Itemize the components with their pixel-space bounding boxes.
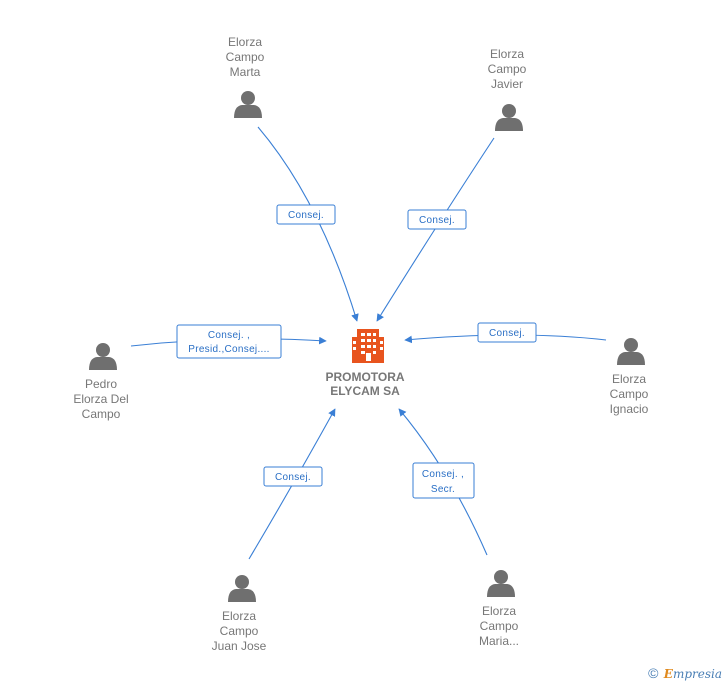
person-node-marta[interactable]: Elorza Campo Marta xyxy=(226,35,265,118)
edge-labels-layer: Consej. Consej. Consej. , Presid.,Consej… xyxy=(176,204,537,499)
brand-logo-text: mpresia xyxy=(672,667,722,681)
person-name-line: Elorza xyxy=(490,47,524,61)
person-name-line: Juan Jose xyxy=(212,639,267,653)
relation-label-marta[interactable]: Consej. xyxy=(276,204,336,225)
building-icon xyxy=(352,329,384,363)
person-node-pedro[interactable]: Pedro Elorza Del Campo xyxy=(73,343,129,421)
person-icon xyxy=(487,570,515,597)
person-node-ignacio[interactable]: Elorza Campo Ignacio xyxy=(610,338,649,416)
relation-text: Consej. xyxy=(275,472,311,483)
person-name-line: Elorza xyxy=(222,609,256,623)
relation-text: Consej. xyxy=(288,210,324,221)
person-name-line: Pedro xyxy=(85,377,117,391)
relation-label-maria[interactable]: Consej. , Secr. xyxy=(412,462,475,499)
person-name-line: Maria... xyxy=(479,634,519,648)
person-icon xyxy=(234,91,262,118)
person-name-line: Campo xyxy=(82,407,121,421)
brand-logo-letter: E xyxy=(663,667,673,681)
person-node-maria[interactable]: Elorza Campo Maria... xyxy=(479,570,519,648)
relation-text: Consej. xyxy=(419,215,455,226)
person-icon xyxy=(89,343,117,370)
center-company-node[interactable]: PROMOTORA ELYCAM SA xyxy=(325,329,405,398)
company-name-line: ELYCAM SA xyxy=(330,384,400,398)
relation-text: Consej. , xyxy=(208,330,250,341)
person-name-line: Campo xyxy=(220,624,259,638)
person-name-line: Javier xyxy=(491,77,523,91)
company-name-line: PROMOTORA xyxy=(325,370,404,384)
person-node-javier[interactable]: Elorza Campo Javier xyxy=(488,47,527,131)
person-name-line: Campo xyxy=(480,619,519,633)
relation-label-juanjose[interactable]: Consej. xyxy=(263,466,323,487)
person-name-line: Elorza xyxy=(228,35,262,49)
relation-text: Consej. xyxy=(489,328,525,339)
person-node-juanjose[interactable]: Elorza Campo Juan Jose xyxy=(212,575,267,653)
relation-text: Presid.,Consej.... xyxy=(188,344,270,355)
edge-juanjose xyxy=(248,408,336,560)
person-name-line: Campo xyxy=(488,62,527,76)
relation-text: Secr. xyxy=(431,484,455,495)
person-icon xyxy=(228,575,256,602)
person-name-line: Elorza Del xyxy=(73,392,128,406)
person-name-line: Campo xyxy=(610,387,649,401)
person-icon xyxy=(495,104,523,131)
relation-label-ignacio[interactable]: Consej. xyxy=(477,322,537,343)
footer-brand[interactable]: © Empresia xyxy=(648,665,722,681)
relation-text: Consej. , xyxy=(422,469,464,480)
copyright-icon: © xyxy=(648,665,659,681)
person-name-line: Marta xyxy=(230,65,261,79)
person-name-line: Elorza xyxy=(612,372,646,386)
person-icon xyxy=(617,338,645,365)
person-name-line: Campo xyxy=(226,50,265,64)
relation-label-pedro[interactable]: Consej. , Presid.,Consej.... xyxy=(176,324,282,359)
person-name-line: Ignacio xyxy=(610,402,649,416)
relation-label-javier[interactable]: Consej. xyxy=(407,209,467,230)
person-name-line: Elorza xyxy=(482,604,516,618)
